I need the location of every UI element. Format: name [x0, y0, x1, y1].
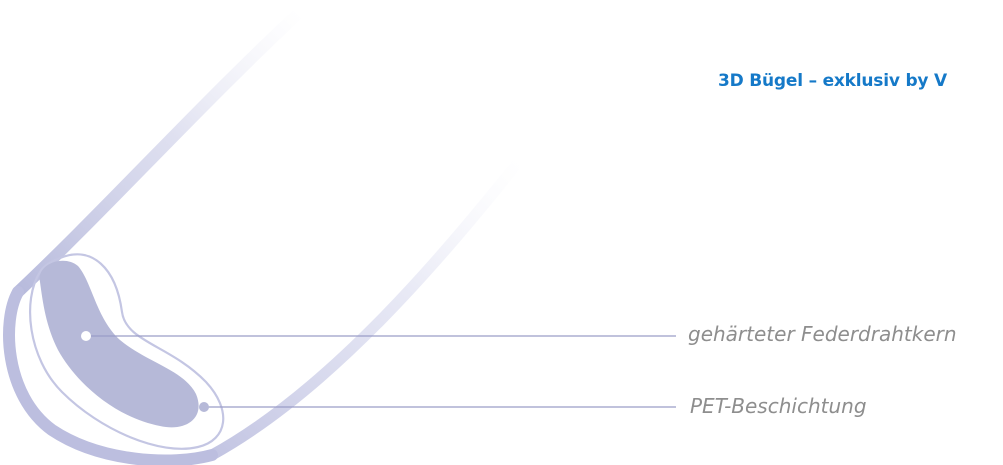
headline: 3D Bügel – exklusiv by V — [718, 71, 947, 91]
label-pet-coating: PET-Beschichtung — [690, 394, 867, 418]
coating-leader-dot — [199, 402, 209, 412]
wire-cross-section-shell — [3, 286, 218, 465]
wire-inner-edge — [206, 154, 526, 461]
pet-coating-outline — [29, 253, 225, 450]
wire-outer-edge — [12, 6, 306, 298]
spring-wire-core — [39, 260, 199, 428]
label-spring-wire-core: gehärteter Federdrahtkern — [688, 322, 957, 346]
core-leader-dot — [81, 331, 91, 341]
